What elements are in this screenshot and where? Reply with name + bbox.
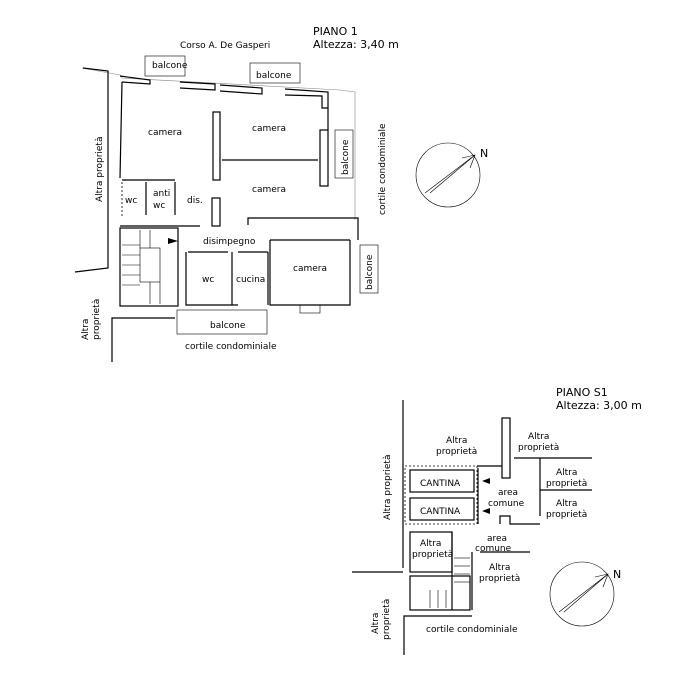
wall-top-mid1 [179, 81, 216, 91]
room-camera-2: camera [252, 124, 286, 134]
cantina-2-arrow-icon [482, 508, 490, 514]
stair-steps [122, 230, 161, 304]
s1-altra-mid-a: Altra [420, 539, 441, 549]
entrance-arrow-icon [168, 238, 178, 244]
cantina-1 [409, 469, 475, 493]
room-disimpegno: disimpegno [203, 237, 256, 247]
wall-dis [211, 197, 221, 227]
s1-altra-top-b: proprietà [436, 447, 477, 457]
s1-area-comune-1b: comune [488, 499, 525, 509]
balcony-right [359, 244, 379, 294]
wall-divider-1 [212, 111, 221, 181]
floorS1-plan: PIANO S1 Altezza: 3,00 m CANTINA CANTINA [352, 386, 642, 655]
s1-altra-right1-b: proprietà [546, 479, 587, 489]
wall-right-upper [319, 129, 329, 187]
balcony-right-upper-label: balcone [341, 139, 351, 175]
room-camera-1: camera [148, 128, 182, 138]
side-left-bottom-2: proprietà [92, 299, 102, 340]
room-cucina: cucina [236, 275, 265, 285]
s1-side-left-bottom-2: proprietà [382, 599, 392, 640]
wall-top-right [284, 88, 329, 109]
side-right-label: cortile condominiale [378, 123, 388, 215]
s1-altra-right2-a: Altra [556, 499, 577, 509]
floorS1-height: Altezza: 3,00 m [556, 399, 642, 412]
room-wc-1: wc [125, 196, 137, 206]
side-bottom-label: cortile condominiale [185, 342, 277, 352]
s1-altra-right1-a: Altra [556, 468, 577, 478]
floor1-north-label: N [480, 147, 488, 160]
wall-camera-top [247, 217, 359, 240]
s1-stair-area [409, 575, 471, 611]
cantina-dashed-outline [404, 465, 478, 525]
wall-left-upper [119, 81, 123, 179]
room-dis: dis. [187, 196, 203, 206]
s1-altra-topright-b: proprietà [518, 443, 559, 453]
balcony-right-label: balcone [365, 254, 375, 290]
cantina-1-arrow-icon [482, 478, 490, 484]
room-antiwc-2: wc [153, 201, 165, 211]
s1-area-comune-1a: area [498, 488, 518, 498]
room-antiwc: anti [153, 189, 170, 199]
wall-top-left [119, 75, 151, 85]
s1-bottom-line [403, 615, 472, 655]
left-bottom-property-line [111, 317, 175, 362]
s1-altra-right2-b: proprietà [546, 510, 587, 520]
s1-altra-top-a: Altra [446, 436, 467, 446]
side-left-bottom-1: Altra [81, 319, 91, 340]
wall-wc2 [185, 252, 238, 306]
s1-altra-mid-b: proprietà [412, 550, 453, 560]
balcony-top-left [144, 55, 186, 77]
cantina-1-label: CANTINA [420, 479, 461, 489]
stair-well [119, 227, 179, 307]
s1-side-left: Altra proprietà [383, 455, 393, 520]
s1-altra-midright-a: Altra [489, 563, 510, 573]
floorS1-title: PIANO S1 [556, 386, 608, 399]
room-camera-3: camera [252, 185, 286, 195]
side-left-label: Altra proprietà [95, 137, 105, 202]
stair-core [139, 247, 161, 283]
floor1-title: PIANO 1 [313, 25, 358, 38]
wall-top-mid2 [219, 84, 263, 95]
street-label: Corso A. De Gasperi [180, 41, 270, 51]
s1-lower-connector [499, 515, 540, 525]
s1-altra-midright-b: proprietà [479, 574, 520, 584]
room-camera-4: camera [293, 264, 327, 274]
window-bottom [299, 304, 321, 314]
building-outline-top [81, 67, 356, 220]
balcony-bottom-label: balcone [210, 321, 246, 331]
floor1-height: Altezza: 3,40 m [313, 38, 399, 51]
balcony-right-upper [334, 129, 354, 179]
s1-central-pillar [501, 417, 511, 479]
balcony-top-left-label: balcone [152, 61, 188, 71]
floorS1-north-label: N [613, 568, 621, 581]
left-property-line [74, 67, 109, 273]
room-wc-2: wc [202, 275, 214, 285]
balcony-top-right-label: balcone [256, 71, 292, 81]
floor1-plan: PIANO 1 Altezza: 3,40 m Corso A. De Gasp… [74, 25, 488, 362]
cantina-2 [409, 497, 475, 521]
balcony-top-right [249, 62, 301, 84]
s1-side-left-bottom-1: Altra [371, 613, 381, 634]
s1-stair-steps [429, 557, 470, 608]
balcony-bottom [176, 309, 268, 335]
s1-area-comune-2a: area [487, 534, 507, 544]
s1-area-comune-2b: comune [475, 544, 512, 554]
cantina-2-label: CANTINA [420, 507, 461, 517]
floorS1-compass-icon: N [549, 561, 621, 627]
s1-altra-topright-a: Altra [528, 432, 549, 442]
s1-side-bottom: cortile condominiale [426, 625, 518, 635]
floor1-compass-icon: N [415, 142, 488, 208]
